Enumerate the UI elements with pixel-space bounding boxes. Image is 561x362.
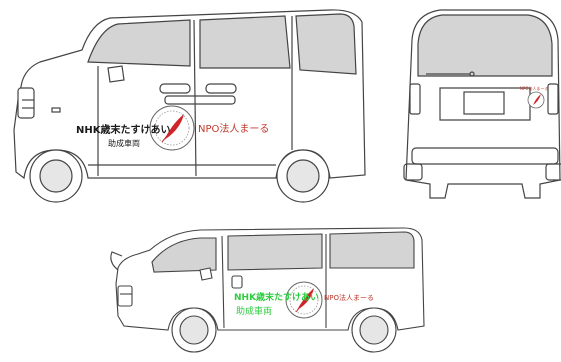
van-donor-line1: NHK歳末たすけあい (234, 291, 319, 303)
feather-emblem-icon (149, 105, 195, 151)
kei-rear-windshield (417, 14, 553, 77)
van-side-view (110, 227, 425, 353)
van-npo-name: NPO法人まーる (324, 293, 374, 302)
feather-emblem-icon (285, 281, 323, 319)
kei-donor-line1: NHK歳末たすけあい (76, 123, 171, 136)
kei-front-window (87, 19, 191, 67)
kei-donor-line2: 助成車両 (108, 138, 140, 148)
kei-mirror (107, 65, 125, 83)
kei-rear-window (295, 13, 357, 75)
kei-car-rear-view (403, 9, 561, 199)
van-mirror (199, 267, 213, 281)
kei-headlight (17, 87, 35, 119)
kei-car-side-view (13, 9, 366, 203)
van-donor-line2: 助成車両 (236, 305, 272, 317)
kei-license-plate (463, 91, 505, 115)
kei-rear-npo-name: NPO法人まーる (520, 85, 549, 91)
van-rear-window (329, 231, 415, 269)
van-headlight (117, 285, 133, 307)
van-middle-window (227, 233, 323, 271)
feather-emblem-icon (527, 91, 545, 109)
van-front-window (151, 237, 217, 273)
kei-middle-window (199, 15, 291, 69)
kei-npo-name: NPO法人まーる (198, 122, 269, 135)
